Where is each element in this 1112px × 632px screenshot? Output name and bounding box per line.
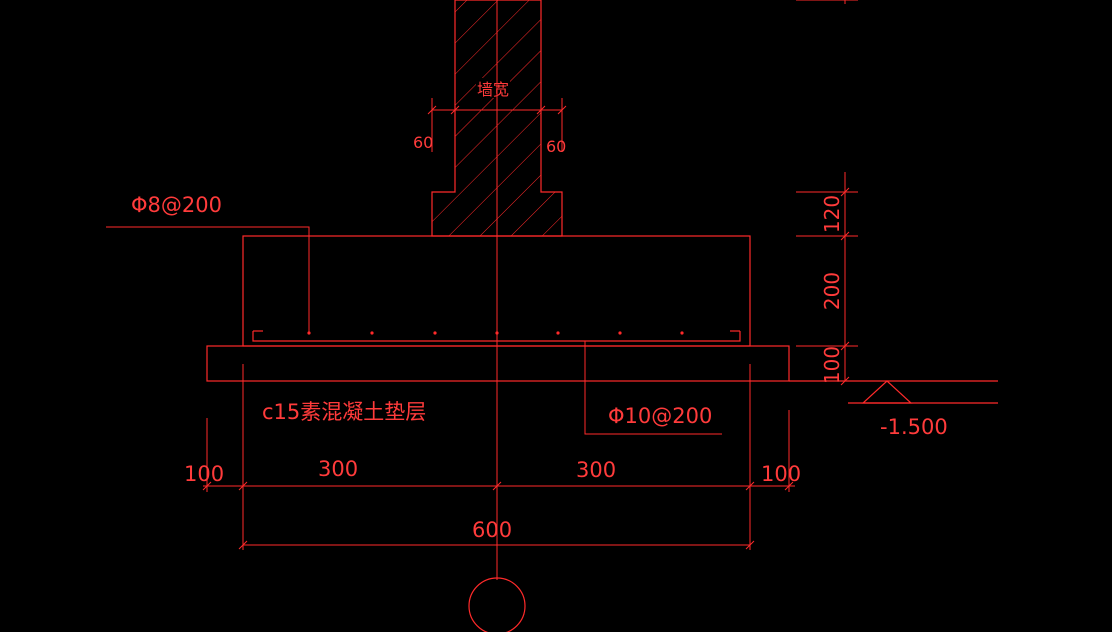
- bottom-rebar: [252, 330, 741, 342]
- bottom-rebar-leader: [584, 341, 722, 435]
- top-rebar-label: Φ8@200: [131, 193, 222, 217]
- dim-footing-height: 200: [820, 272, 844, 310]
- wall-width-label-bg: [476, 78, 510, 98]
- height-dimension-column: [796, 0, 858, 386]
- dim-step-height: 120: [820, 195, 844, 233]
- axis-bubble: [468, 577, 526, 632]
- dim-cushion-height: 100: [820, 346, 844, 384]
- wall-width-label: 墙宽: [477, 80, 509, 99]
- wall-section: [431, 0, 563, 237]
- top-rebar-leader: [106, 226, 310, 333]
- dim-total-width: 600: [472, 518, 512, 542]
- dim-left-margin: 100: [184, 462, 224, 486]
- cushion-label: c15素混凝土垫层: [262, 400, 426, 424]
- bottom-rebar-label: Φ10@200: [608, 404, 712, 428]
- dim-right-half: 300: [576, 458, 616, 482]
- dim-left-half: 300: [318, 457, 358, 481]
- elevation-marker: [861, 380, 913, 404]
- offset-left-label: 60: [413, 133, 433, 152]
- offset-right-label: 60: [546, 137, 566, 156]
- dim-right-margin: 100: [761, 462, 801, 486]
- elevation-label: -1.500: [880, 415, 948, 439]
- width-dimension-row: [202, 364, 795, 550]
- cushion-layer: [206, 345, 790, 382]
- total-width-dimension: [238, 540, 755, 550]
